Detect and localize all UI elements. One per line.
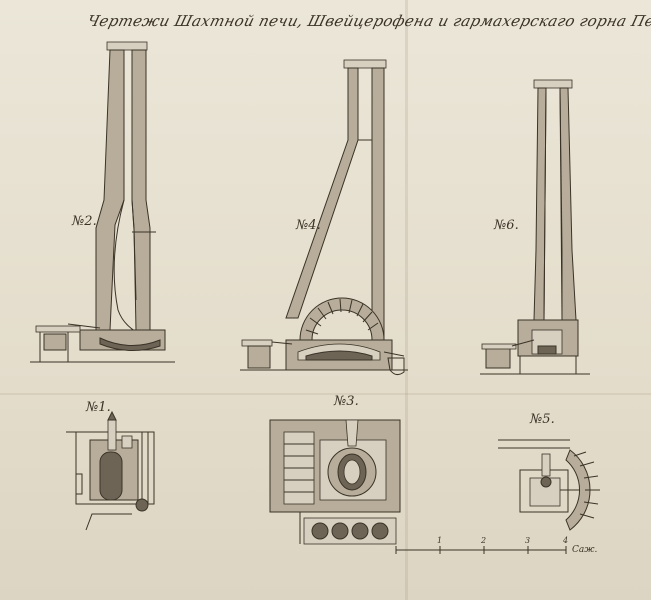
figure-2-shaft-furnace-section bbox=[30, 41, 175, 363]
figure-4-schweitzerofen-section bbox=[240, 59, 408, 376]
scale-bar bbox=[395, 546, 567, 554]
scale-unit: Саж. bbox=[572, 545, 598, 555]
paper-fold-horizontal bbox=[0, 393, 651, 395]
label-figure-1: №1. bbox=[86, 400, 111, 415]
figure-3-schweitzerofen-plan bbox=[269, 419, 401, 545]
figure-5-hearth-plan bbox=[498, 439, 600, 531]
label-figure-3: №3. bbox=[334, 394, 359, 409]
scale-tick-2: 2 bbox=[481, 536, 487, 545]
scale-tick-3: 3 bbox=[525, 536, 531, 545]
label-figure-2: №2. bbox=[72, 214, 97, 229]
figure-1-shaft-furnace-plan bbox=[66, 410, 155, 531]
label-figure-6: №6. bbox=[494, 218, 519, 233]
figure-6-hearth-section bbox=[480, 79, 590, 375]
scale-tick-4: 4 bbox=[563, 536, 569, 545]
scale-tick-1: 1 bbox=[437, 536, 443, 545]
label-figure-4: №4. bbox=[296, 218, 321, 233]
paper-fold-vertical bbox=[405, 0, 408, 600]
label-figure-5: №5. bbox=[530, 412, 555, 427]
